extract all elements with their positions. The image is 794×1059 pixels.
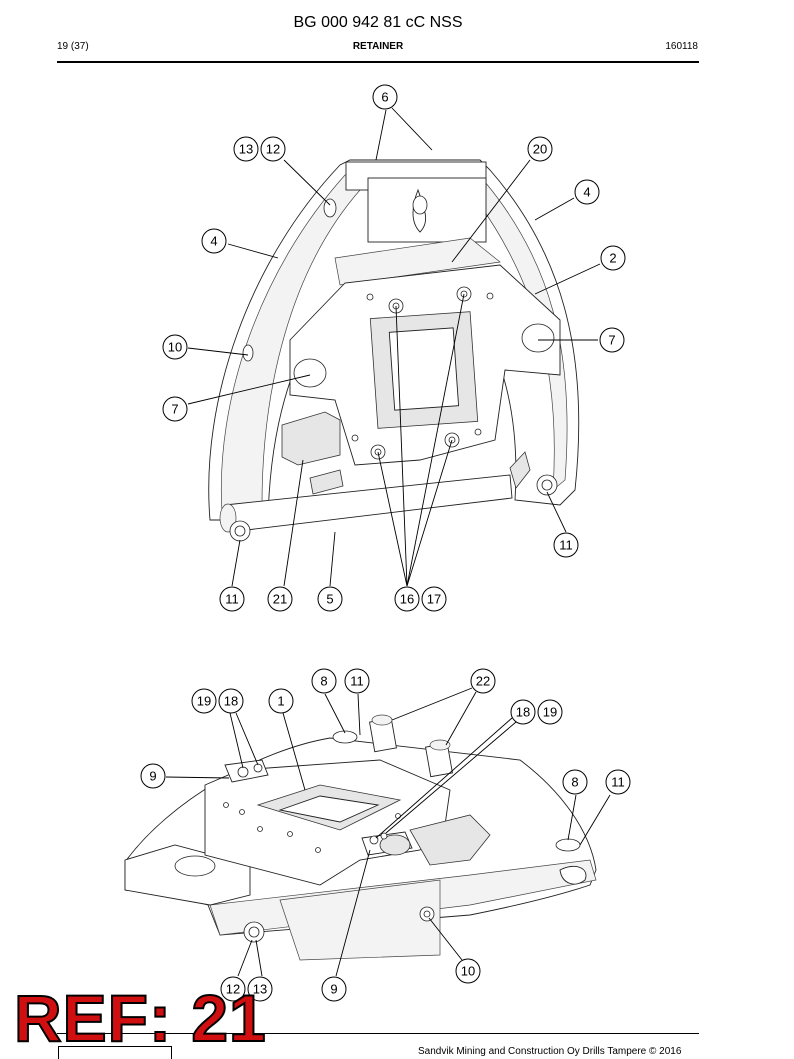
callout-9-left: 9	[140, 763, 166, 789]
svg-text:4: 4	[210, 234, 217, 249]
svg-text:18: 18	[516, 705, 530, 720]
footer-rule	[57, 1033, 699, 1034]
callout-9-bottom: 9	[321, 976, 347, 1002]
page-title: RETAINER	[352, 41, 404, 52]
ref-stamp: REF: 21	[13, 981, 267, 1055]
svg-text:7: 7	[171, 402, 178, 417]
svg-text:8: 8	[571, 775, 578, 790]
callout-11-left: 11	[219, 586, 245, 612]
callout-20: 20	[527, 136, 553, 162]
lower-assembly-drawing	[124, 714, 597, 961]
header-rule	[57, 61, 699, 63]
callout-12-lower: 12	[220, 976, 246, 1002]
svg-text:7: 7	[608, 333, 615, 348]
callout-13-lower: 13	[247, 976, 273, 1002]
svg-text:8: 8	[320, 674, 327, 689]
callout-4-right: 4	[574, 179, 600, 205]
callout-21: 21	[267, 586, 293, 612]
footer-copyright: Sandvik Mining and Construction Oy Drill…	[418, 1046, 682, 1057]
svg-text:12: 12	[226, 982, 240, 997]
callout-10-upper: 10	[162, 334, 188, 360]
svg-text:11: 11	[611, 775, 625, 790]
callout-2: 2	[600, 245, 626, 271]
callout-17: 17	[421, 586, 447, 612]
svg-text:6: 6	[381, 90, 388, 105]
callout-11-right: 11	[553, 532, 579, 558]
svg-text:9: 9	[149, 769, 156, 784]
svg-text:11: 11	[350, 674, 364, 689]
callout-19-right: 19	[537, 699, 563, 725]
callout-11-right-lower: 11	[605, 769, 631, 795]
svg-text:19: 19	[197, 694, 211, 709]
callout-5: 5	[317, 586, 343, 612]
svg-text:17: 17	[427, 592, 441, 607]
callout-8-right: 8	[562, 769, 588, 795]
callout-16: 16	[394, 586, 420, 612]
callout-19-left: 19	[191, 688, 217, 714]
svg-text:10: 10	[461, 964, 475, 979]
revision-date: 160118	[665, 41, 698, 52]
upper-assembly-drawing	[208, 159, 580, 542]
callout-11-top: 11	[344, 668, 370, 694]
svg-text:11: 11	[225, 592, 239, 607]
callout-7-left: 7	[162, 396, 188, 422]
svg-text:20: 20	[533, 142, 547, 157]
svg-text:18: 18	[224, 694, 238, 709]
callout-22: 22	[470, 668, 496, 694]
document-number: BG 000 942 81 cC NSS	[293, 14, 463, 31]
svg-text:2: 2	[609, 251, 616, 266]
svg-text:13: 13	[239, 142, 253, 157]
svg-text:4: 4	[583, 185, 590, 200]
callout-1: 1	[268, 688, 294, 714]
svg-text:19: 19	[543, 705, 557, 720]
svg-text:13: 13	[253, 982, 267, 997]
svg-text:11: 11	[559, 538, 573, 553]
svg-text:22: 22	[476, 674, 490, 689]
svg-text:16: 16	[400, 592, 414, 607]
lower-leader-lines	[165, 687, 611, 977]
upper-leader-lines	[187, 107, 601, 587]
svg-text:1: 1	[277, 694, 284, 709]
callout-18-right: 18	[510, 699, 536, 725]
callout-18-left: 18	[218, 688, 244, 714]
page-number: 19 (37)	[57, 41, 89, 52]
svg-text:10: 10	[168, 340, 182, 355]
callout-13: 13	[233, 136, 259, 162]
svg-text:9: 9	[330, 982, 337, 997]
callout-8-top: 8	[311, 668, 337, 694]
callout-7-right: 7	[599, 327, 625, 353]
svg-text:5: 5	[326, 592, 333, 607]
callout-6: 6	[372, 84, 398, 110]
callout-10-lower: 10	[455, 958, 481, 984]
svg-text:12: 12	[266, 142, 280, 157]
callout-12: 12	[260, 136, 286, 162]
svg-text:21: 21	[273, 592, 287, 607]
callout-4-left: 4	[201, 228, 227, 254]
